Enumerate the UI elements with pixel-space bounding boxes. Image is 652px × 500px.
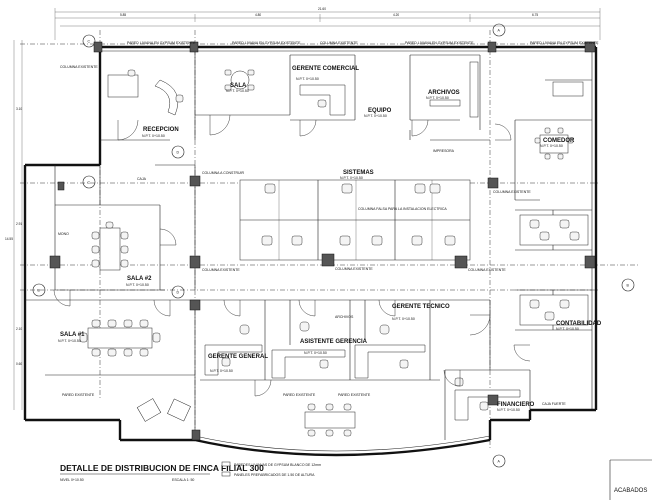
npt-comedor: N.P.T. 0+10.50 xyxy=(540,144,563,148)
asistente-desk xyxy=(271,321,346,379)
drawing-scale: ESCALA 1: 50 xyxy=(172,478,194,482)
callout-pared-4: PARED LIVIANA EN GYPSUM EXISTENTE xyxy=(530,41,599,45)
label-asistente: ASISTENTE GERENCIA xyxy=(300,339,368,345)
dim-left-1: 3.10 xyxy=(16,107,22,111)
npt-asistente: N.P.T. 0+10.50 xyxy=(304,351,327,355)
corner-label: ACABADOS xyxy=(614,488,647,494)
room-labels: SALA N.P.T. 0+10.50 GERENTE COMERCIAL N.… xyxy=(58,66,602,412)
dim-top-3: 4.20 xyxy=(393,13,399,17)
drawing-title: DETALLE DE DISTRIBUCION DE FINCA FILIAL … xyxy=(60,463,264,473)
callout-col-left: COLUMNA EXISTENTE xyxy=(60,65,98,69)
callout-pared-ext-2: PARED EXISTENTE xyxy=(283,393,316,397)
note-gypsum: PAREDES LIVIANAS DE GYPSUM BLANCO DE 12m… xyxy=(234,463,321,467)
exterior-walls xyxy=(23,45,598,457)
callout-col-4: COLUMNA EXISTENTE xyxy=(468,268,506,272)
npt-sala: N.P.T. 0+10.50 xyxy=(226,89,249,93)
callout-pared-2: PARED LIVIANA EN GYPSUM EXISTENTE xyxy=(232,41,301,45)
doors xyxy=(53,114,531,397)
npt-recepcion: N.P.T. 0+10.50 xyxy=(142,134,165,138)
interior-walls xyxy=(25,47,592,440)
callout-pared-3: PARED LIVIANA EN GYPSUM EXISTENTE xyxy=(405,41,474,45)
callout-col-2: COLUMNA EXISTENTE xyxy=(202,268,240,272)
npt-financiero: N.P.T. 0+10.50 xyxy=(497,408,520,412)
grid-c-left: C xyxy=(88,181,91,185)
npt-contabilidad: N.P.T. 0+10.50 xyxy=(556,327,579,331)
npt-gerente-general: N.P.T. 0+10.50 xyxy=(210,369,233,373)
sala-table xyxy=(224,69,255,91)
label-gerente-general: GERENTE GENERAL xyxy=(208,354,268,360)
sala2-table xyxy=(91,221,129,271)
label-sala: SALA xyxy=(230,83,247,89)
dim-left-2: 2.91 xyxy=(16,222,22,226)
label-sala1: SALA #1 xyxy=(60,332,85,338)
bottom-meeting-table xyxy=(304,403,356,437)
callout-pared-ext-3: PARED EXISTENTE xyxy=(338,393,371,397)
callout-col-construir: COLUMNA A CONSTRUIR xyxy=(202,171,244,175)
dim-top-1: 5.85 xyxy=(120,13,126,17)
label-financiero: FINANCIERO xyxy=(497,402,535,408)
grid-c-top: C xyxy=(88,40,91,44)
archivos-shelves xyxy=(429,61,479,118)
top-dimensions: 21.60 5.85 4.80 4.20 6.75 xyxy=(54,7,601,40)
grid-bubbles: C C D D B B A A xyxy=(32,23,635,468)
grid-d-1: D xyxy=(177,151,180,155)
callout-pared-1: PARED LIVIANA EN GYPSUM EXISTENTE xyxy=(127,41,196,45)
label-caja: CAJA xyxy=(137,177,147,181)
callouts: PARED LIVIANA EN GYPSUM EXISTENTE PARED … xyxy=(60,41,599,397)
label-gerente-comercial: GERENTE COMERCIAL xyxy=(292,66,359,72)
lounge-chairs xyxy=(136,398,191,422)
financiero-desk xyxy=(454,377,521,421)
label-gerente-tecnico: GERENTE TECNICO xyxy=(392,304,450,310)
gerente-comercial-desk xyxy=(299,84,346,116)
label-archivos-small: ARCHIVOS xyxy=(335,315,354,319)
label-sistemas: SISTEMAS xyxy=(343,170,374,176)
drawing-level: NIVEL 0+10.50 xyxy=(60,478,84,482)
sala1-table xyxy=(79,319,161,357)
callout-instalacion: COLUMNA FALSA PARA LA INSTALACION ELECTR… xyxy=(358,207,447,211)
npt-sala1: N.P.T. 0+10.50 xyxy=(58,339,81,343)
columns xyxy=(49,41,596,441)
label-recepcion: RECEPCION xyxy=(143,127,179,133)
grid-b-right: B xyxy=(627,284,630,288)
dim-left-4: 0.60 xyxy=(16,362,22,366)
callout-col-3: COLUMNA EXISTENTE xyxy=(335,267,373,271)
gerente-general-desk xyxy=(204,324,263,376)
label-comedor: COMEDOR xyxy=(543,138,575,144)
recepcion-desk xyxy=(107,69,184,116)
label-sala2: SALA #2 xyxy=(127,276,152,282)
npt-gerente-comercial: N.P.T. 0+10.50 xyxy=(296,77,319,81)
dim-left-total: 14.55 xyxy=(5,237,13,241)
npt-sala2: N.P.T. 0+10.50 xyxy=(126,283,149,287)
grid-a-bottom: A xyxy=(498,460,501,464)
label-contabilidad: CONTABILIDAD xyxy=(556,321,602,327)
npt-equipo: N.P.T. 0+10.50 xyxy=(364,114,387,118)
label-mono: MONO xyxy=(58,232,69,236)
callout-pared-ext-1: PARED EXISTENTE xyxy=(62,393,95,397)
dim-top-4: 6.75 xyxy=(532,13,538,17)
npt-gerente-tecnico: N.P.T. 0+10.50 xyxy=(392,317,415,321)
callout-col-top: COLUMNA EXISTENTE xyxy=(320,41,358,45)
grid-a-top: A xyxy=(498,29,501,33)
grid-d-2: D xyxy=(177,291,180,295)
callout-col-5: COLUMNA EXISTENTE xyxy=(493,190,531,194)
npt-sistemas: N.P.T. 0+10.50 xyxy=(340,176,363,180)
gerente-tecnico-desk xyxy=(354,324,426,379)
label-archivos: ARCHIVOS xyxy=(428,90,460,96)
dim-left-3: 2.10 xyxy=(16,327,22,331)
sistemas-workstations xyxy=(239,179,471,261)
dim-top-2: 4.80 xyxy=(255,13,261,17)
comedor-table xyxy=(534,81,584,160)
title-block: DETALLE DE DISTRIBUCION DE FINCA FILIAL … xyxy=(60,459,652,500)
label-equipo: EQUIPO xyxy=(368,108,392,114)
label-caja-fuerte: CAJA FUERTE xyxy=(542,402,566,406)
npt-archivos: N.P.T. 0+10.50 xyxy=(426,96,449,100)
note-panels: PANELES PREFABRICADOS DE 1.50 DE ALTURA xyxy=(234,473,315,477)
grid-b-left: B xyxy=(38,289,41,293)
label-impresora: IMPRESORA xyxy=(433,149,455,153)
contabilidad-workstations xyxy=(519,214,589,326)
left-dimensions: 14.55 3.10 2.91 2.10 0.60 xyxy=(5,40,22,410)
dim-top-total: 21.60 xyxy=(318,7,326,11)
